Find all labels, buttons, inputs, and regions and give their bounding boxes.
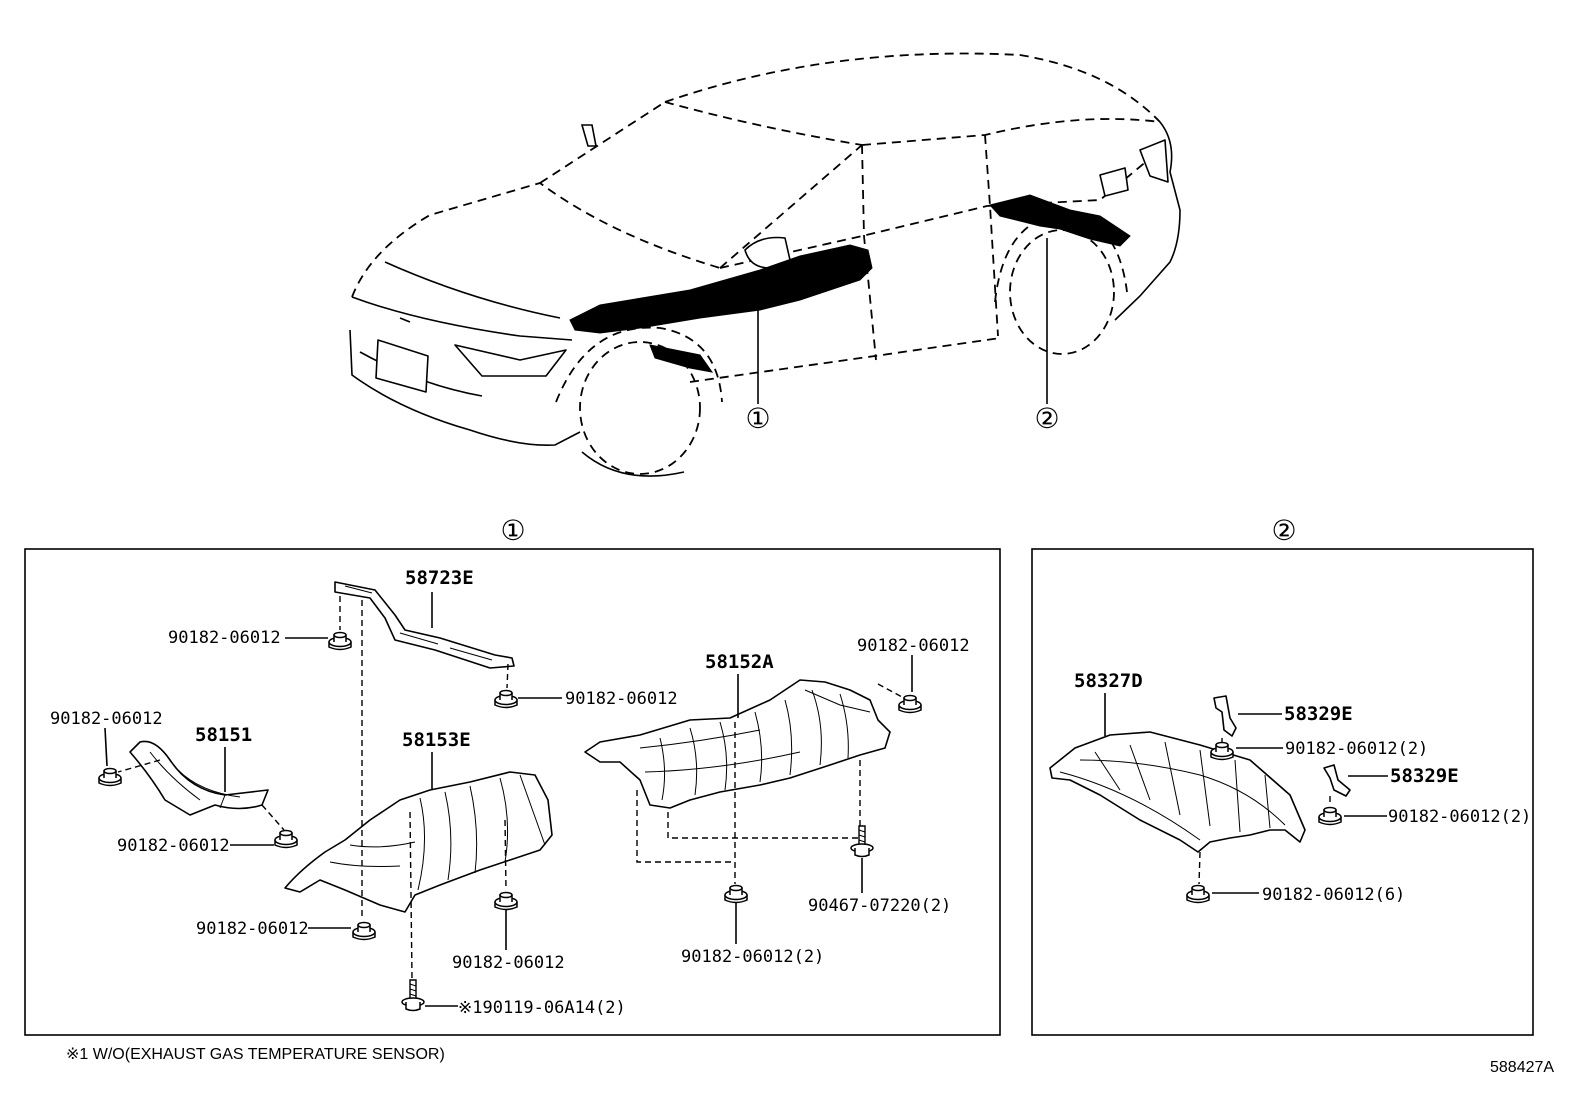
headlight [454,344,567,377]
section-1-parts [98,581,922,1012]
section-2-frame [1031,548,1534,1036]
floor-insulator-rear-area [989,194,1131,247]
label-90182-06012-d: 90182-06012 [50,709,163,729]
nut-90182-06012-b [494,689,518,709]
tail-light [1139,139,1169,183]
label-90467-07220: 90467-07220(2) [808,896,951,916]
label-58329E-a: 58329E [1284,703,1353,725]
label-90119-06A14: ※190119-06A14(2) [458,998,626,1018]
section-2-marker: ② [1271,514,1296,547]
bracket-58329E-a [1213,695,1237,737]
nut-90182-06012-e [274,829,298,849]
label-58327D: 58327D [1074,670,1143,692]
label-90182-06012-a: 90182-06012 [168,628,281,648]
section-2-parts [1049,693,1388,904]
label-90182-06012-c: 90182-06012 [857,636,970,656]
nut-90182-06012-f [352,921,376,941]
bolt-90467-07220 [850,825,874,858]
label-58152A: 58152A [705,651,774,673]
nut-90182-06012-j [1318,806,1342,826]
floor-insulator-front-area [569,244,873,334]
nut-90182-06012-a [328,631,352,651]
front-grille [375,339,429,393]
nut-90182-06012-g [494,891,518,911]
bolt-90119-06A14 [401,979,425,1012]
label-58723E: 58723E [405,567,474,589]
vehicle-illustration: ① ② [349,52,1181,477]
nut-90182-06012-k [1186,884,1210,904]
label-58329E-b: 58329E [1390,765,1459,787]
car-callout-1: ① [745,402,770,435]
nut-90182-06012-d [98,767,122,787]
heat-insulator-58153E [284,771,553,913]
label-58151: 58151 [195,724,252,746]
floor-insulator-small-area [649,344,714,373]
label-90182-06012-b: 90182-06012 [565,689,678,709]
nut-90182-06012-c [898,694,922,714]
nut-90182-06012-i [1210,741,1234,761]
section-1-frame [24,548,1001,1036]
label-90182-06012-j: 90182-06012(2) [1388,807,1531,827]
label-90182-06012-g: 90182-06012 [452,953,565,973]
footnote: ※1 W/O(EXHAUST GAS TEMPERATURE SENSOR) [66,1046,445,1063]
label-90182-06012-i: 90182-06012(2) [1285,739,1428,759]
bracket-58329E-b [1323,764,1351,797]
heat-insulator-58327D [1049,731,1306,853]
heat-insulator-58152A [584,679,891,809]
illustration-code: 588427A [1490,1059,1554,1076]
nut-90182-06012-h [724,884,748,904]
label-58153E: 58153E [402,729,471,751]
car-callout-2: ② [1034,402,1059,435]
front-wheel [579,341,701,475]
label-90182-06012-e: 90182-06012 [117,836,230,856]
fuel-door [1099,167,1129,197]
rear-wheel [1009,229,1115,355]
bracket-58723E [334,581,515,669]
section-1-marker: ① [500,514,525,547]
label-90182-06012-h: 90182-06012(2) [681,947,824,967]
label-90182-06012-k: 90182-06012(6) [1262,885,1405,905]
label-90182-06012-f: 90182-06012 [196,919,309,939]
